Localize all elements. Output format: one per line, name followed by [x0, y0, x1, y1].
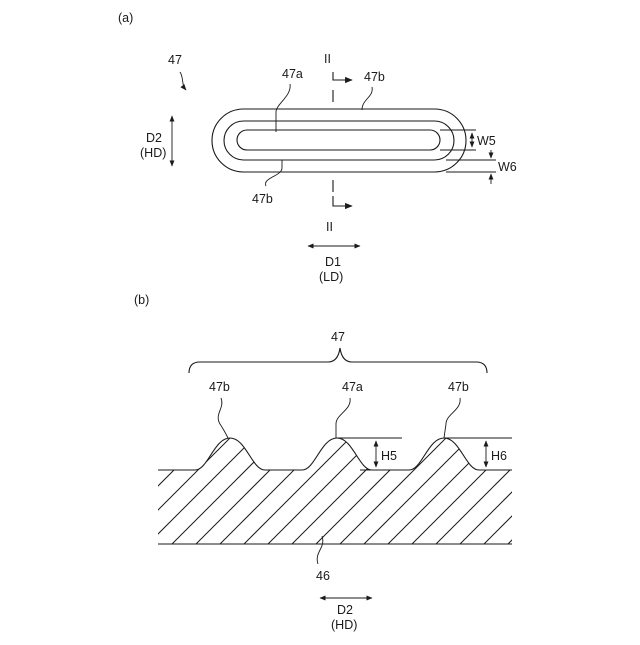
middle-stadium-47b: [224, 121, 454, 160]
ld-label: (LD): [319, 270, 343, 284]
hatch-line: [468, 420, 608, 560]
hatch-line: [60, 420, 200, 560]
panel-b-label: (b): [134, 293, 149, 307]
hatch-line: [300, 420, 440, 560]
h5-label: H5: [381, 449, 397, 463]
hatch-line: [588, 420, 640, 560]
hatch-line: [564, 420, 640, 560]
inner-stadium-47a: [237, 130, 440, 150]
section-label-bottom: II: [326, 220, 333, 234]
hatch-line: [372, 420, 512, 560]
ref-47b-right-leader: [444, 398, 460, 438]
hd-b-label: (HD): [331, 618, 357, 632]
hd-label: (HD): [140, 146, 166, 160]
hatch-line: [420, 420, 560, 560]
hatching-46: [60, 420, 640, 560]
w6-label: W6: [498, 160, 517, 174]
ref-47b-top-label: 47b: [364, 70, 385, 84]
ref-47-b-label: 47: [331, 330, 345, 344]
ref-47b-bottom-label: 47b: [252, 192, 273, 206]
hatch-line: [156, 420, 296, 560]
ref-46-label: 46: [316, 569, 330, 583]
section-label-top: II: [324, 52, 331, 66]
hatch-line: [612, 420, 640, 560]
hatch-line: [348, 420, 488, 560]
ref-47a-b-leader: [336, 398, 350, 438]
h6-label: H6: [491, 449, 507, 463]
ref-47b-left-label: 47b: [209, 380, 230, 394]
hatch-line: [540, 420, 640, 560]
ref-47b-bottom-leader: [265, 160, 282, 186]
panel-a-label: (a): [118, 11, 133, 25]
hatch-line: [84, 420, 224, 560]
hatch-line: [108, 420, 248, 560]
section-arrow-top: [333, 72, 352, 80]
hatch-line: [228, 420, 368, 560]
ref-47a-b-label: 47a: [342, 380, 363, 394]
hatch-line: [180, 420, 320, 560]
hatch-line: [444, 420, 584, 560]
ref-47b-top-leader: [362, 87, 372, 110]
w5-label: W5: [477, 134, 496, 148]
hatch-line: [132, 420, 272, 560]
body-surface-profile: [158, 438, 512, 470]
ref-47b-left-leader: [218, 398, 228, 438]
hatch-line: [492, 420, 632, 560]
d2-label: D2: [146, 131, 162, 145]
ref-47b-right-label: 47b: [448, 380, 469, 394]
hatch-line: [276, 420, 416, 560]
ref-47-label: 47: [168, 53, 182, 67]
hatch-line: [636, 420, 640, 560]
section-arrow-bottom: [333, 196, 352, 206]
hatch-line: [396, 420, 536, 560]
d1-label: D1: [325, 255, 341, 269]
outer-stadium-47b: [212, 109, 466, 172]
ref-47a-leader: [276, 84, 290, 132]
ref-47-leader: [180, 72, 186, 90]
d2-b-label: D2: [337, 603, 353, 617]
brace-47: [189, 348, 487, 373]
hatch-line: [252, 420, 392, 560]
hatch-line: [516, 420, 640, 560]
ref-47a-label: 47a: [282, 67, 303, 81]
